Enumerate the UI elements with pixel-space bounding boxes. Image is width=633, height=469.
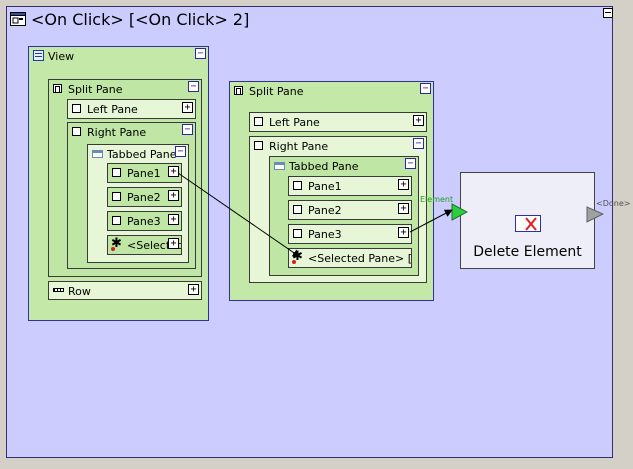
pane1-expand-toggle[interactable]: + (398, 179, 409, 190)
pane-icon (254, 117, 263, 126)
pane1-node-2[interactable]: Pane1 + (288, 176, 412, 196)
view-icon (33, 50, 44, 61)
pane2-node-2[interactable]: Pane2 + (288, 200, 412, 220)
tabbed-pane-collapse-toggle[interactable]: − (405, 158, 416, 169)
pane-icon (112, 168, 121, 177)
pane1-expand-toggle[interactable]: + (168, 166, 179, 177)
right-pane-label: Right Pane (87, 126, 147, 139)
right-pane-collapse-toggle[interactable]: − (413, 138, 424, 149)
pane1-label: Pane1 (127, 167, 161, 180)
left-pane-expand-toggle[interactable]: + (413, 115, 424, 126)
tabbed-pane-label: Tabbed Pane (289, 160, 359, 173)
right-pane-collapse-toggle[interactable]: − (182, 124, 193, 135)
delete-element-action[interactable]: Delete Element (460, 172, 595, 269)
pane3-node[interactable]: Pane3 + (107, 211, 182, 231)
pane2-node[interactable]: Pane2 + (107, 187, 182, 207)
pane3-expand-toggle[interactable]: + (398, 227, 409, 238)
pane-icon (293, 205, 302, 214)
selected-pane-label: <Selected Pane> [An (308, 252, 412, 265)
view-label: View (48, 50, 75, 63)
left-pane-expand-toggle[interactable]: + (182, 102, 193, 113)
pane-icon (112, 216, 121, 225)
row-icon (53, 288, 64, 292)
selected-pane-node-2[interactable]: ✱ <Selected Pane> [An (288, 248, 412, 268)
pane-icon (293, 229, 302, 238)
row-expand-toggle[interactable]: + (188, 284, 199, 295)
left-pane-node[interactable]: Left Pane + (67, 99, 196, 119)
left-pane-node-2[interactable]: Left Pane + (249, 112, 427, 132)
pane2-label: Pane2 (127, 191, 161, 204)
pane3-expand-toggle[interactable]: + (168, 214, 179, 225)
row-node[interactable]: Row + (48, 281, 202, 300)
pane-icon (72, 127, 81, 136)
action-label: Delete Element (473, 244, 582, 260)
window-icon (10, 12, 26, 26)
pane-icon (72, 104, 81, 113)
pane3-label: Pane3 (127, 215, 161, 228)
split-pane-label: Split Pane (68, 83, 123, 96)
selected-pane-node[interactable]: ✱ <Selected + (107, 235, 182, 255)
pane-icon (293, 181, 302, 190)
asterisk-icon: ✱ (111, 236, 122, 251)
canvas-collapse-button[interactable] (603, 8, 613, 18)
connector-pane1-to-selected[interactable] (177, 172, 301, 258)
right-pane-label: Right Pane (269, 140, 329, 153)
pane3-node-2[interactable]: Pane3 + (288, 224, 412, 244)
delete-element-icon (515, 215, 541, 232)
pane1-node[interactable]: Pane1 + (107, 163, 182, 183)
done-port-label: <Done> (596, 199, 631, 208)
tabbed-pane-icon (92, 150, 103, 158)
canvas-title: <On Click> [<On Click> 2] (31, 10, 250, 29)
view-collapse-toggle[interactable]: − (195, 48, 206, 59)
selected-pane-label: <Selected (127, 239, 182, 252)
selected-pane-expand-toggle[interactable]: + (168, 238, 179, 249)
tabbed-pane-label: Tabbed Pane (107, 148, 177, 161)
split-pane-collapse-toggle[interactable]: − (188, 81, 199, 92)
pane1-label: Pane1 (308, 180, 342, 193)
split-pane-collapse-toggle[interactable]: − (420, 83, 431, 94)
row-label: Row (68, 285, 91, 298)
pane2-label: Pane2 (308, 204, 342, 217)
pane-icon (254, 141, 263, 150)
split-pane-icon (53, 84, 62, 93)
connector-pane3-to-element[interactable] (409, 209, 453, 233)
left-pane-label: Left Pane (269, 116, 320, 129)
tabbed-pane-icon (274, 162, 285, 170)
element-port-label: Element (420, 195, 454, 204)
split-pane-icon (234, 86, 243, 95)
split-pane-label: Split Pane (249, 85, 304, 98)
pane-icon (112, 192, 121, 201)
pane3-label: Pane3 (308, 228, 342, 241)
tabbed-pane-collapse-toggle[interactable]: − (175, 146, 186, 157)
done-output-port[interactable] (586, 206, 605, 223)
left-pane-label: Left Pane (87, 103, 138, 116)
pane2-expand-toggle[interactable]: + (168, 190, 179, 201)
pane2-expand-toggle[interactable]: + (398, 203, 409, 214)
element-input-port[interactable] (451, 203, 469, 221)
